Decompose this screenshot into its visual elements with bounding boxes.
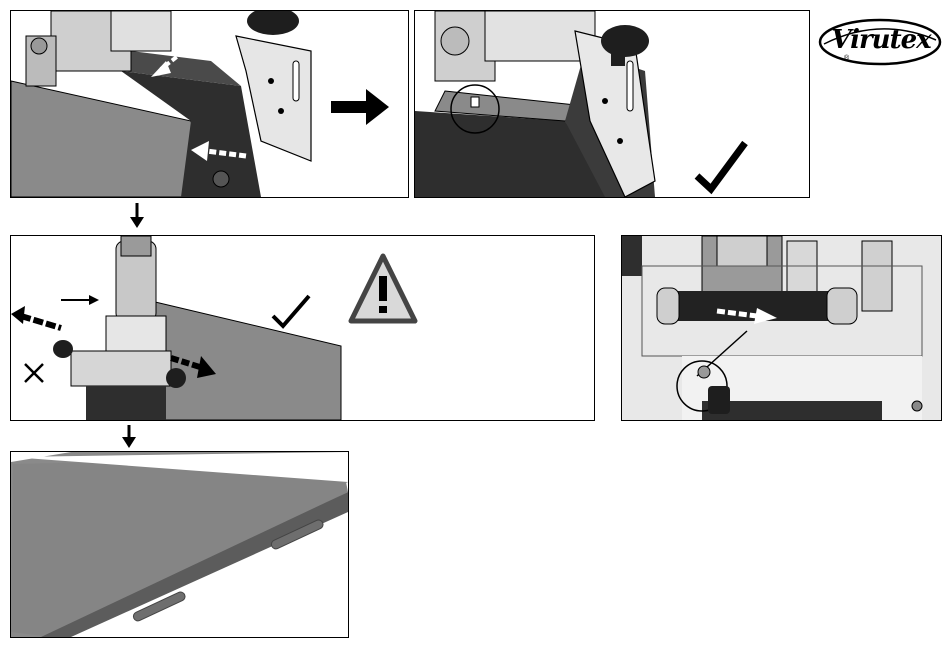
step-1-result-panel: [414, 10, 810, 198]
arrow-down-icon: [129, 203, 145, 229]
checkmark-icon: [273, 296, 309, 326]
warning-triangle-icon: [351, 256, 415, 321]
virutex-logo: Virutex ®: [818, 14, 942, 70]
step-1-clamp-insertion-panel: [10, 10, 409, 198]
detail-guide-bar-panel: [621, 235, 942, 421]
step-2-router-on-board-panel: [10, 235, 595, 421]
arrow-down-icon: [121, 425, 137, 451]
registered-mark: ®: [844, 55, 849, 62]
pull-left-arrow-icon: [11, 306, 61, 328]
arrow-right-icon: [331, 89, 389, 125]
step-3-routed-slots-panel: [10, 451, 349, 638]
left-knob-icon: [53, 340, 73, 358]
checkmark-icon: [697, 143, 745, 189]
right-knob-icon: [166, 368, 186, 388]
arrow-right-icon: [61, 295, 99, 305]
logo-text: Virutex: [826, 25, 936, 55]
cross-icon: [25, 364, 43, 382]
